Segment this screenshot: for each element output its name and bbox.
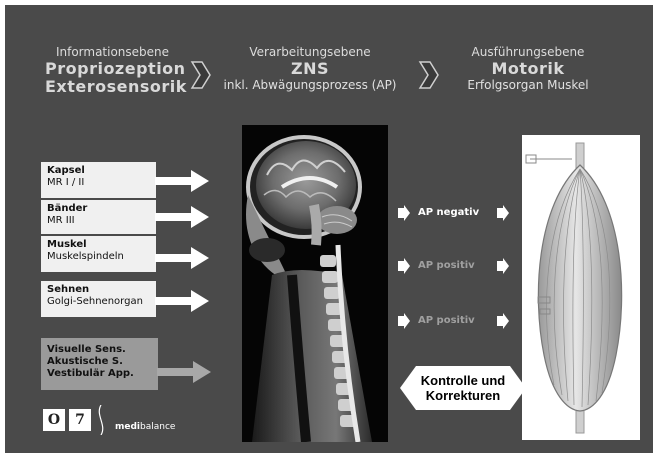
input-arrow-icon bbox=[157, 361, 212, 383]
brand-rest: balance bbox=[140, 422, 175, 432]
ap-label: AP negativ bbox=[418, 207, 479, 218]
diagram-slide: Informationsebene Propriozeption Exteros… bbox=[5, 5, 653, 453]
input-subtitle: MR I / II bbox=[47, 177, 150, 189]
input-box-senses: Visuelle Sens. Akustische S. Vestibulär … bbox=[41, 338, 158, 390]
ap-in-arrow-icon bbox=[398, 205, 410, 221]
header-title: Ausführungsebene bbox=[453, 45, 603, 60]
input-title: Bänder bbox=[47, 203, 150, 215]
feedback-double-arrow: Kontrolle und Korrekturen bbox=[400, 366, 526, 410]
brand-name: medibalance bbox=[115, 422, 175, 432]
ap-out-arrow-icon bbox=[497, 205, 509, 221]
logo-curve-icon bbox=[93, 405, 109, 435]
input-title: Akustische S. bbox=[47, 356, 152, 368]
header-title: Verarbeitungsebene bbox=[217, 45, 403, 60]
header-information-level: Informationsebene Propriozeption Exteros… bbox=[45, 45, 180, 96]
input-arrow-icon bbox=[155, 170, 210, 192]
ap-in-arrow-icon bbox=[398, 258, 410, 274]
ap-label: AP positiv bbox=[418, 260, 475, 271]
input-title: Kapsel bbox=[47, 165, 150, 177]
input-box-muskel: Muskel Muskelspindeln bbox=[41, 236, 156, 272]
input-title: Vestibulär App. bbox=[47, 368, 152, 380]
muscle-illustration bbox=[522, 135, 640, 440]
input-arrow-icon bbox=[155, 290, 210, 312]
feedback-label: Kontrolle und Korrekturen bbox=[400, 373, 526, 403]
mri-sagittal-image bbox=[242, 125, 388, 442]
ap-in-arrow-icon bbox=[398, 313, 410, 329]
input-box-kapsel: Kapsel MR I / II bbox=[41, 162, 156, 198]
ap-out-arrow-icon bbox=[497, 313, 509, 329]
input-subtitle: Golgi-Sehnenorgan bbox=[47, 296, 150, 308]
brand-bold: medi bbox=[115, 422, 140, 432]
input-subtitle: Muskelspindeln bbox=[47, 251, 150, 263]
header-processing-level: Verarbeitungsebene ZNS inkl. Abwägungspr… bbox=[217, 45, 403, 93]
feedback-line: Kontrolle und bbox=[400, 373, 526, 388]
input-box-sehnen: Sehnen Golgi-Sehnenorgan bbox=[41, 281, 156, 317]
ap-label: AP positiv bbox=[418, 315, 475, 326]
input-subtitle: MR III bbox=[47, 215, 150, 227]
input-arrow-icon bbox=[155, 206, 210, 228]
header-line: Exterosensorik bbox=[45, 78, 180, 96]
header-line: Propriozeption bbox=[45, 60, 180, 78]
header-arrow-icon bbox=[418, 60, 440, 90]
header-line: inkl. Abwägungsprozess (AP) bbox=[217, 78, 403, 93]
feedback-line: Korrekturen bbox=[400, 388, 526, 403]
logo-icon: O bbox=[43, 409, 65, 431]
header-execution-level: Ausführungsebene Motorik Erfolgsorgan Mu… bbox=[453, 45, 603, 93]
input-arrow-icon bbox=[155, 247, 210, 269]
ap-out-arrow-icon bbox=[497, 258, 509, 274]
header-line: Motorik bbox=[453, 60, 603, 78]
input-title: Visuelle Sens. bbox=[47, 344, 152, 356]
input-box-baender: Bänder MR III bbox=[41, 200, 156, 234]
header-line: Erfolgsorgan Muskel bbox=[453, 78, 603, 93]
input-title: Muskel bbox=[47, 239, 150, 251]
header-title: Informationsebene bbox=[45, 45, 180, 60]
header-line: ZNS bbox=[217, 60, 403, 78]
input-title: Sehnen bbox=[47, 284, 150, 296]
header-arrow-icon bbox=[190, 60, 212, 90]
logo-icon: 7 bbox=[69, 409, 91, 431]
